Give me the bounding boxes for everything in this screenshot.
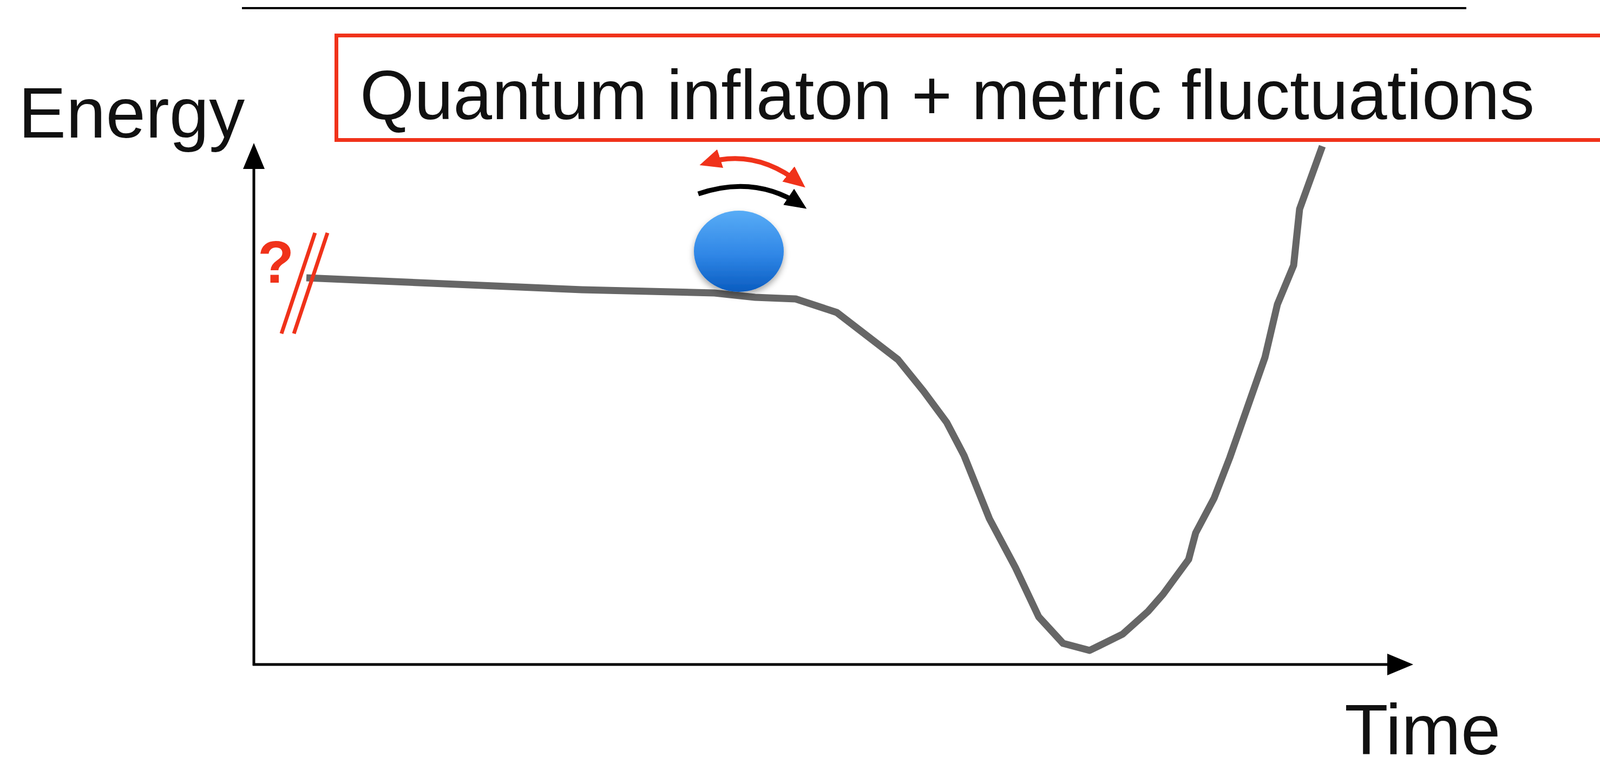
top-rule	[241, 7, 1467, 10]
break-mark	[293, 232, 328, 334]
quantum-fluctuation-arrow	[704, 158, 802, 185]
y-axis-arrowhead	[243, 142, 265, 169]
axis-label: Energy	[18, 77, 245, 149]
axis-label: Time	[1344, 693, 1501, 766]
classical-roll-arrow	[698, 186, 803, 206]
box-text: Quantum inflaton + metric fluctuations	[359, 60, 1600, 130]
inflaton-ball	[693, 210, 784, 292]
x-axis-arrowhead	[1387, 653, 1414, 675]
potential-curve	[306, 146, 1323, 651]
y-axis	[252, 162, 256, 666]
question-mark: ?	[257, 232, 294, 292]
x-axis	[252, 663, 1394, 666]
title-box: Quantum inflaton + metric fluctuations	[334, 33, 1600, 142]
